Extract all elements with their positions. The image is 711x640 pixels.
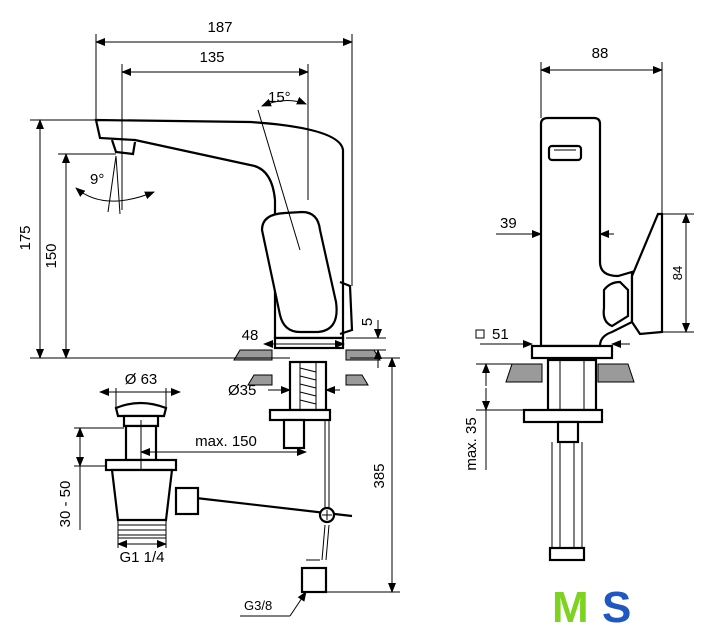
side-dimensions: 88 39 84 51 max. 35 [463,45,694,471]
brand-logo: M S [552,583,631,632]
dim-side-depth: 88 [592,45,609,62]
dim-side-39: 39 [500,215,517,232]
drain-connector [174,486,200,516]
side-deck-left [505,363,543,383]
side-base [530,344,614,360]
side-deck-right [597,363,635,383]
dim-hose-length: 385 [371,463,388,488]
hose-nut [300,566,328,594]
dim-max-reach: max. 150 [195,433,257,450]
dim-deck-thickness: max. 35 [463,417,480,470]
drain-body [110,468,174,522]
dim-drain-height: 30 - 50 [57,481,74,528]
drain-thread [118,524,166,536]
square-symbol [475,329,485,339]
deck-under-left [247,374,273,386]
fixing-plate [268,408,332,422]
side-view [505,116,664,562]
front-view [94,118,381,594]
dim-lever-angle: 15° [268,89,291,106]
side-spout-opening [547,144,583,162]
logo-letter-s: S [602,583,631,632]
lever-pivot [339,280,354,336]
dim-base-diameter: 48 [242,327,259,344]
shank-thread [299,367,317,405]
side-lever [630,212,664,336]
dim-lever-height: 84 [670,266,685,280]
dim-hose-thread: G3/8 [244,598,272,613]
spout-outlet [110,139,137,156]
deck-under-right [345,374,369,386]
dim-spout-reach: 135 [199,49,224,66]
dim-overall-width: 187 [207,19,232,36]
dim-total-height: 175 [17,225,34,250]
dim-drain-thread: G1 1/4 [119,549,164,566]
side-fixing-plate [522,408,604,424]
side-body [539,116,634,348]
logo-letter-m: M [552,583,589,632]
faucet-base [273,336,345,350]
drain-assembly [104,401,200,539]
lever-handle [260,210,338,334]
front-dimensions: 187 135 15° 9° 175 150 48 5 [17,19,400,617]
dim-drain-diameter: Ø 63 [125,371,158,388]
fixing-nut [282,418,306,450]
dim-base-square: 51 [492,326,509,343]
dim-base-gap: 5 [359,318,376,326]
dim-spout-height: 150 [43,243,60,268]
drain-cap [114,401,168,418]
dim-spout-angle: 9° [90,171,104,188]
dim-hole-diameter: Ø35 [228,382,256,399]
